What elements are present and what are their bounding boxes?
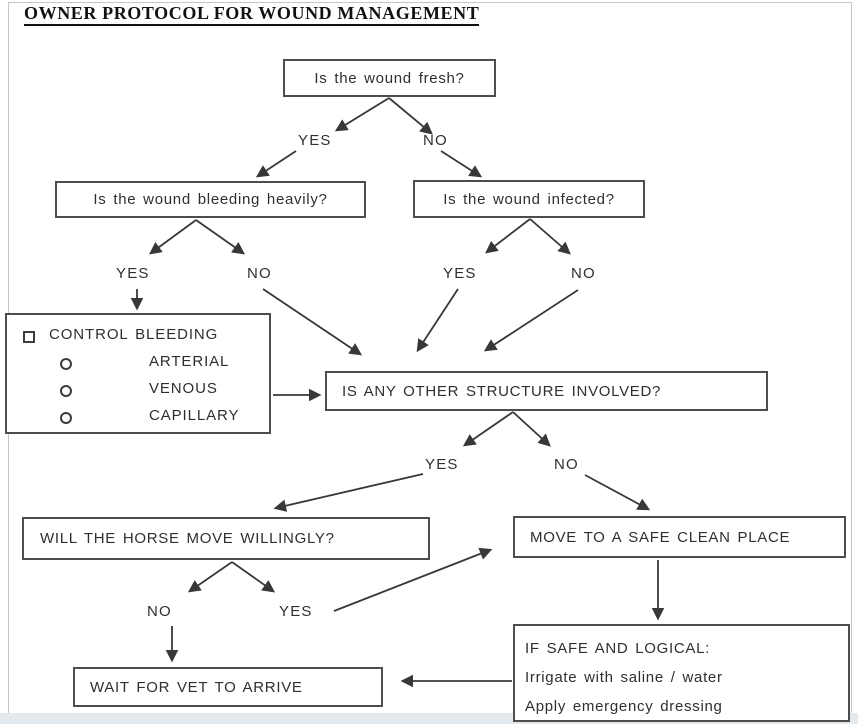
circle-bullet-icon — [60, 412, 72, 424]
arrow-willing-split-left — [187, 561, 233, 593]
arrow-structure-split-right — [512, 411, 551, 447]
branch-willing-no: NO — [147, 603, 172, 620]
arrow-infected-split-left — [485, 218, 531, 254]
circle-bullet-icon — [60, 385, 72, 397]
branch-willing-yes: YES — [279, 603, 313, 620]
ifsafe-line-1: IF SAFE AND LOGICAL: — [525, 640, 711, 657]
node-horse-move-willingly: WILL THE HORSE MOVE WILLINGLY? — [22, 517, 430, 560]
branch-infected-no: NO — [571, 265, 596, 282]
square-bullet-icon — [23, 331, 35, 343]
branch-structure-yes: YES — [425, 456, 459, 473]
node-if-safe-logical: IF SAFE AND LOGICAL: Irrigate with salin… — [513, 624, 850, 722]
node-is-wound-bleeding: Is the wound bleeding heavily? — [55, 181, 366, 218]
node-move-safe-place-label: MOVE TO A SAFE CLEAN PLACE — [530, 528, 791, 546]
node-control-bleeding: CONTROL BLEEDING ARTERIAL VENOUS CAPILLA… — [5, 313, 271, 434]
arrow-bleeding-split-left — [148, 219, 197, 255]
ifsafe-line-2: Irrigate with saline / water — [525, 669, 723, 686]
control-item-venous: VENOUS — [149, 380, 218, 397]
branch-fresh-yes: YES — [298, 132, 332, 149]
node-wait-for-vet: WAIT FOR VET TO ARRIVE — [73, 667, 383, 707]
node-is-wound-fresh: Is the wound fresh? — [283, 59, 496, 97]
arrow-no2-to-structure — [483, 289, 579, 352]
node-move-safe-place: MOVE TO A SAFE CLEAN PLACE — [513, 516, 846, 558]
branch-infected-yes: YES — [443, 265, 477, 282]
control-bleeding-title: CONTROL BLEEDING — [49, 326, 219, 343]
branch-structure-no: NO — [554, 456, 579, 473]
node-is-wound-bleeding-label: Is the wound bleeding heavily? — [93, 191, 328, 208]
arrow-yes-to-bleeding — [255, 150, 297, 178]
node-is-wound-infected: Is the wound infected? — [413, 180, 645, 218]
arrow-bleeding-split-right — [195, 219, 246, 255]
node-is-wound-infected-label: Is the wound infected? — [443, 190, 615, 208]
arrow-infected-split-right — [529, 218, 571, 255]
branch-bleeding-no: NO — [247, 265, 272, 282]
arrow-no-to-structure — [262, 288, 363, 356]
control-item-capillary: CAPILLARY — [149, 407, 240, 424]
arrow-no-to-infected — [440, 150, 483, 178]
arrow-structure-split-left — [462, 411, 514, 447]
page-title: OWNER PROTOCOL FOR WOUND MANAGEMENT — [24, 3, 480, 26]
node-wait-for-vet-label: WAIT FOR VET TO ARRIVE — [90, 678, 303, 696]
node-is-wound-fresh-label: Is the wound fresh? — [314, 69, 465, 87]
node-other-structure-label: IS ANY OTHER STRUCTURE INVOLVED? — [342, 382, 662, 400]
node-other-structure: IS ANY OTHER STRUCTURE INVOLVED? — [325, 371, 768, 411]
branch-fresh-no: NO — [423, 132, 448, 149]
arrow-no-to-move — [584, 474, 651, 511]
arrow-willing-split-right — [231, 561, 276, 593]
arrow-yes-to-willing — [273, 473, 424, 512]
branch-bleeding-yes: YES — [116, 265, 150, 282]
ifsafe-line-3: Apply emergency dressing — [525, 698, 723, 715]
page-bottom-strip — [0, 713, 858, 724]
circle-bullet-icon — [60, 358, 72, 370]
node-horse-move-willingly-label: WILL THE HORSE MOVE WILLINGLY? — [40, 530, 335, 547]
arrow-yes-to-move — [333, 547, 493, 612]
arrow-fresh-split-right — [388, 97, 433, 135]
arrow-fresh-split-left — [334, 97, 390, 132]
control-item-arterial: ARTERIAL — [149, 353, 230, 370]
arrow-yes2-to-structure — [416, 288, 459, 353]
